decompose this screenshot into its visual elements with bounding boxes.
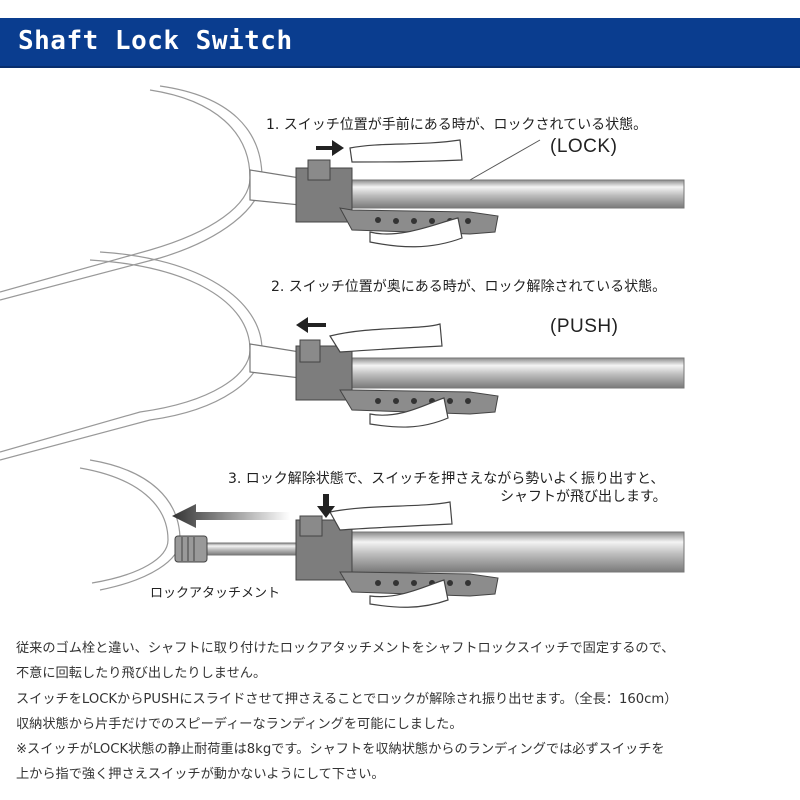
shaft-lock-diagram [0, 85, 685, 608]
step3-figure [79, 459, 685, 608]
description-line: 不意に回転したり飛び出したりしません。 [16, 666, 267, 682]
arrow-right-icon [316, 140, 344, 156]
net-frame-inner [0, 259, 251, 453]
lock-attachment-ribs [181, 537, 195, 561]
lock-switch [307, 159, 331, 181]
description-line: ※スイッチがLOCK状態の静止耐荷重は8kgです。シャフトを収納状態からのランデ… [16, 742, 665, 758]
lock-attachment-label: ロックアタッチメント [150, 586, 281, 601]
step3-text: 3. ロック解除状態で、スイッチを押さえながら勢いよく振り出すと、 [228, 471, 665, 487]
step1-text: 1. スイッチ位置が手前にある時が、ロックされている状態。 [266, 117, 648, 133]
description: 従来のゴム栓と違い、シャフトに取り付けたロックアタッチメントをシャフトロックスイ… [16, 636, 792, 788]
arrow-left-icon [296, 317, 326, 333]
net-frame-inner [0, 89, 251, 293]
net-frame [0, 85, 263, 301]
step1-figure [0, 85, 685, 301]
hand-fingers [329, 323, 449, 428]
grip-strap [339, 571, 499, 597]
yoke [249, 343, 301, 379]
description-line: 従来のゴム栓と違い、シャフトに取り付けたロックアタッチメントをシャフトロックスイ… [16, 641, 675, 656]
hand-fingers [329, 501, 453, 608]
step2-text: 2. スイッチ位置が奥にある時が、ロック解除されている状態。 [271, 279, 667, 295]
push-mode-label: (PUSH) [550, 316, 619, 337]
illustration: 1. スイッチ位置が手前にある時が、ロックされている状態。 (LOCK) 2. … [0, 70, 800, 610]
step2-figure [0, 251, 685, 461]
grip-strap [339, 389, 499, 415]
hand-fingers [349, 139, 463, 248]
header-bar: Shaft Lock Switch [0, 18, 800, 68]
description-line: スイッチをLOCKからPUSHにスライドさせて押さえることでロックが解除され振り… [16, 691, 678, 707]
grip-holes [375, 580, 471, 586]
step3-text-line2: シャフトが飛び出します。 [500, 489, 667, 505]
shaft [351, 357, 685, 389]
yoke [249, 169, 301, 206]
net-frame [0, 251, 263, 461]
description-line: 上から指で強く押さえスイッチが動かないようにして下さい。 [16, 767, 385, 783]
extended-shaft [205, 542, 299, 556]
lock-switch [299, 339, 321, 363]
description-line: 収納状態から片手だけでのスピーディーなランディングを可能にしました。 [16, 716, 463, 732]
lock-switch [299, 515, 323, 537]
eject-arrow-icon [172, 504, 290, 528]
grip-holes [375, 217, 471, 224]
callout-line [469, 139, 541, 181]
shaft [351, 179, 685, 209]
shaft [351, 531, 685, 573]
lock-mode-label: (LOCK) [550, 136, 618, 157]
net-frame-inner [79, 467, 169, 584]
lock-attachment [174, 535, 208, 563]
arrow-down-icon [317, 494, 335, 518]
page-title: Shaft Lock Switch [18, 26, 293, 56]
